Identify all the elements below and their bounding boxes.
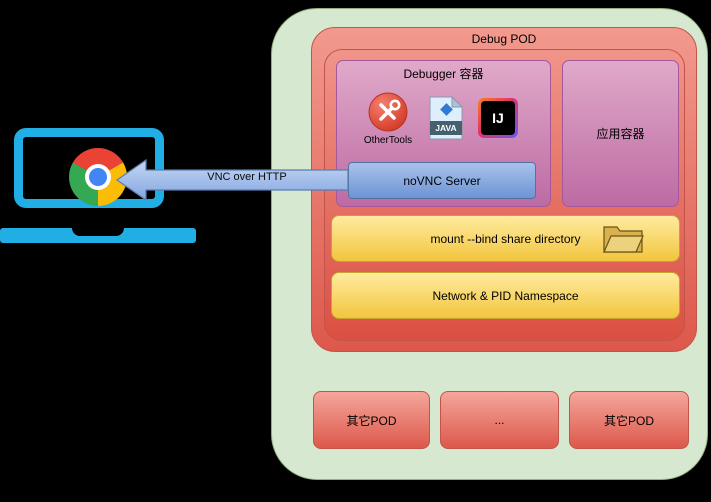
other-pod-box-2: ... <box>440 391 559 449</box>
intellij-idea-icon: IJ <box>478 98 518 138</box>
laptop-base-notch <box>72 228 124 236</box>
intellij-icon-text: IJ <box>492 110 504 126</box>
other-pod-box-3: 其它POD <box>569 391 689 449</box>
other-pod-label-3: 其它POD <box>603 413 654 428</box>
folder-icon <box>602 221 644 255</box>
other-pod-box-1: 其它POD <box>313 391 430 449</box>
other-tools-icon <box>368 92 408 132</box>
chrome-logo-icon <box>69 148 127 206</box>
namespace-label: Network & PID Namespace <box>432 288 579 303</box>
mount-bind-label: mount --bind share directory <box>430 231 581 246</box>
java-file-icon: JAVA <box>429 95 464 140</box>
java-icon-text: JAVA <box>435 123 456 133</box>
novnc-server-label: noVNC Server <box>403 173 481 188</box>
other-pod-label-1: 其它POD <box>346 413 397 428</box>
namespace-bar: Network & PID Namespace <box>331 272 680 319</box>
app-container-label: 应用容器 <box>596 127 645 141</box>
other-pod-label-2: ... <box>494 413 505 427</box>
debugger-container-title: Debugger 容器 <box>403 67 484 81</box>
debug-pod-title: Debug POD <box>471 32 537 46</box>
app-container-box: 应用容器 <box>562 60 679 207</box>
other-tools-label: OtherTools <box>363 135 413 146</box>
vnc-arrow-label: VNC over HTTP <box>207 171 287 183</box>
novnc-server-box: noVNC Server <box>348 162 536 199</box>
